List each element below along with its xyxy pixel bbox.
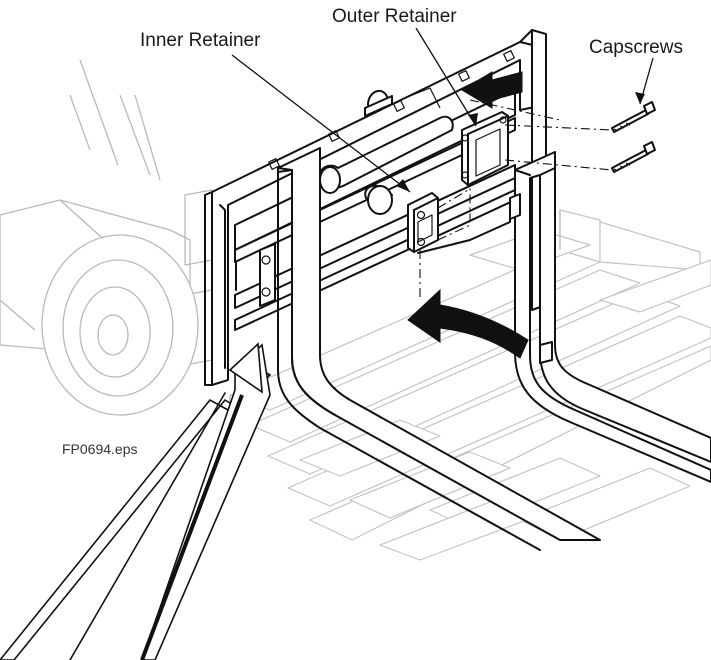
leader-inner-arrowhead <box>396 179 410 192</box>
motion-arrows <box>0 71 529 660</box>
pallet-slats <box>229 209 711 561</box>
leader-capscrews-arrowhead <box>635 92 645 104</box>
leader-outer-retainer <box>415 27 477 127</box>
right-fork <box>509 151 711 483</box>
truck-body-ghost <box>0 59 213 416</box>
cylinder-end <box>319 166 341 194</box>
leader-inner-retainer <box>231 54 411 193</box>
outer-retainer-label: Outer Retainer <box>332 6 457 27</box>
inner-retainer-label: Inner Retainer <box>140 30 261 51</box>
lifting-eye <box>367 90 389 106</box>
capscrews-label: Capscrews <box>589 37 683 58</box>
leader-lines <box>231 27 654 193</box>
assembly-centerlines <box>419 99 613 300</box>
tire-ghost <box>41 234 199 416</box>
leader-outer-arrowhead <box>468 113 478 126</box>
outer-retainer-part <box>461 111 509 186</box>
big-arrow-shaft <box>141 343 271 660</box>
arrow-lower-curved-icon <box>407 288 529 359</box>
capscrews-part <box>611 101 656 173</box>
left-fork <box>277 147 601 551</box>
arrow-upper-icon <box>461 71 523 109</box>
figure-file-reference: FP0694.eps <box>62 441 138 457</box>
inner-retainer-part <box>407 192 439 253</box>
